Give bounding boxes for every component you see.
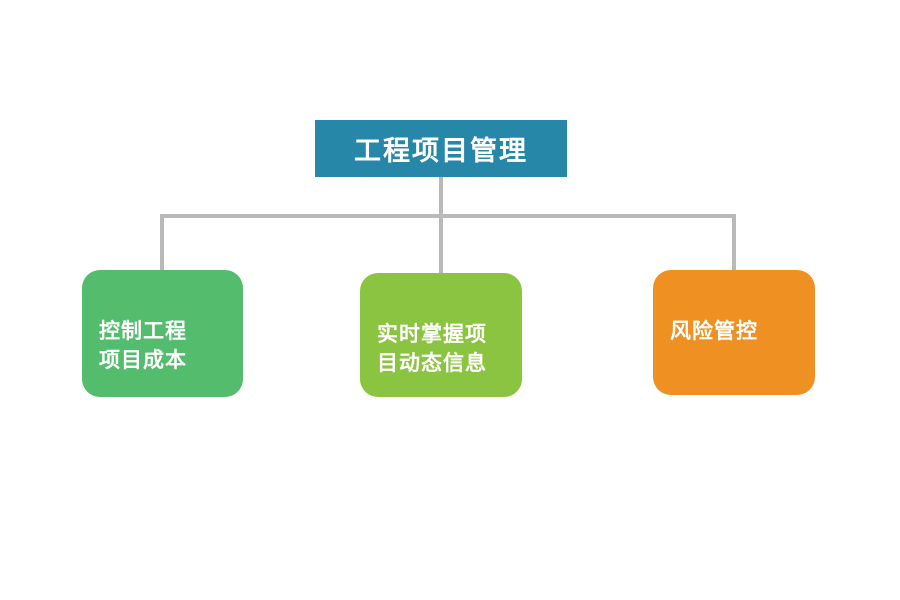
diagram-node-control-cost: 控制工程 项目成本	[82, 270, 243, 397]
node-label-control-cost: 控制工程 项目成本	[99, 319, 187, 372]
diagram-root-node: 工程项目管理	[315, 120, 567, 177]
node-label-realtime-status: 实时掌握项 目动态信息	[377, 322, 487, 375]
connector-horizontal-rail	[160, 214, 736, 218]
diagram-node-risk-control: 风险管控	[653, 270, 815, 395]
node-label-risk-control: 风险管控	[670, 319, 758, 343]
diagram-node-realtime-status: 实时掌握项 目动态信息	[360, 273, 522, 397]
root-node-label: 工程项目管理	[354, 136, 528, 167]
connector-root-stem	[439, 177, 443, 273]
connector-drop-right	[732, 214, 736, 270]
connector-drop-left	[160, 214, 164, 270]
